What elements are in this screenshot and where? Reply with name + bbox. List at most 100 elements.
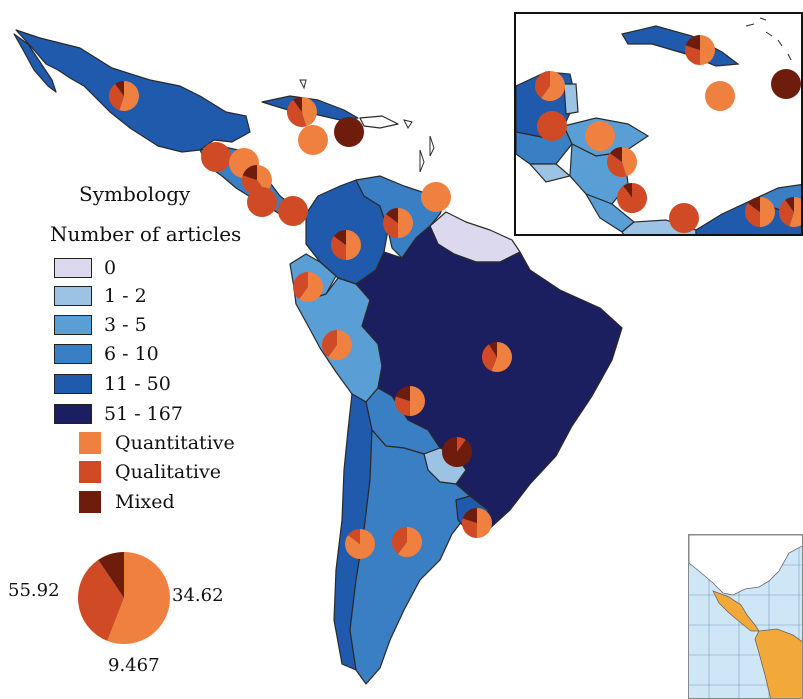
pie-slice-mixed <box>115 81 124 96</box>
inset-pie-chart <box>617 183 647 213</box>
inset-belize <box>563 83 579 115</box>
pie-slice-qualitative <box>287 99 307 127</box>
legend-class-label: 3 - 5 <box>104 314 147 336</box>
legend-method-quantitative: Quantitative <box>79 431 235 455</box>
legend-class-label: 11 - 50 <box>104 373 171 395</box>
legend-title: Symbology <box>79 182 191 206</box>
pie-slice-quantitative <box>789 197 801 227</box>
legend-class-3: 6 - 10 <box>54 342 159 366</box>
country-pie-chart <box>462 508 492 538</box>
inset-pie-chart <box>771 69 801 99</box>
pie-slice-quantitative <box>298 125 328 155</box>
legend-swatch <box>79 432 101 454</box>
pie-slice-quantitative <box>491 342 513 372</box>
example-pie-label-quantitative: 55.92 <box>8 580 60 601</box>
country-pie-chart <box>392 527 423 557</box>
pie-slice-quantitative <box>622 147 638 177</box>
pie-slice-qualitative <box>78 559 124 641</box>
pie-slice-qualitative <box>669 203 699 233</box>
pie-slice-quantitative <box>328 330 353 361</box>
locator-globe-svg <box>689 535 802 698</box>
pie-slice-quantitative <box>398 208 413 238</box>
pie-slice-quantitative <box>257 165 272 193</box>
pie-slice-mixed <box>785 197 794 212</box>
pie-slice-qualitative <box>745 203 760 227</box>
inset-pie-chart <box>535 71 565 102</box>
inset-svg <box>516 17 801 234</box>
locator-globe <box>688 534 803 699</box>
country-pie-chart <box>395 386 425 416</box>
region-argentina <box>349 429 471 685</box>
pie-slice-mixed <box>333 230 346 245</box>
pie-slice-qualitative <box>383 214 398 238</box>
pie-slice-mixed <box>293 97 302 112</box>
country-pie-chart <box>322 330 353 361</box>
legend-class-1: 1 - 2 <box>54 284 147 308</box>
pie-slice-qualitative <box>779 199 794 227</box>
legend-subtitle: Number of articles <box>50 222 242 246</box>
pie-slice-qualitative <box>331 236 346 260</box>
pie-slice-quantitative <box>107 552 171 644</box>
region-hispaniola <box>359 115 399 129</box>
legend-class-5: 51 - 167 <box>54 402 183 426</box>
country-pie-chart <box>482 342 513 372</box>
legend-swatch <box>54 344 92 364</box>
pie-slice-mixed <box>385 208 398 223</box>
legend-class-2: 3 - 5 <box>54 313 147 337</box>
pie-slice-quantitative <box>760 197 775 227</box>
legend-class-label: 6 - 10 <box>104 343 159 365</box>
caribbean-inset-map <box>514 12 803 236</box>
pie-slice-quantitative <box>398 527 423 557</box>
pie-slice-mixed <box>395 386 410 401</box>
inset-pie-chart <box>537 111 567 141</box>
pie-slice-mixed <box>334 117 364 147</box>
pie-slice-qualitative <box>457 437 466 452</box>
country-pie-chart <box>109 81 140 112</box>
inset-pie-chart <box>745 197 775 227</box>
country-pie-chart <box>334 117 364 147</box>
pie-slice-quantitative <box>705 81 735 111</box>
pie-slice-quantitative <box>410 386 425 416</box>
legend-swatch <box>79 491 101 513</box>
pie-slice-quantitative <box>302 97 317 127</box>
inset-cuba <box>621 25 740 67</box>
pie-slice-quantitative <box>421 182 451 212</box>
legend-swatch <box>54 258 92 278</box>
pie-slice-qualitative <box>462 518 477 538</box>
country-pie-chart <box>247 187 277 217</box>
legend-method-label: Mixed <box>115 491 175 513</box>
pie-slice-quantitative <box>119 81 140 112</box>
inset-pie-chart <box>705 81 735 111</box>
legend-swatch <box>54 315 92 335</box>
example-pie-label-qualitative: 34.62 <box>172 585 224 606</box>
pie-slice-mixed <box>609 147 622 162</box>
country-pie-chart <box>383 208 413 238</box>
pie-slice-mixed <box>747 197 760 212</box>
pie-slice-qualitative <box>607 153 627 178</box>
legend-method-label: Qualitative <box>115 461 221 483</box>
legend-class-4: 11 - 50 <box>54 372 171 396</box>
pie-slice-mixed <box>685 35 700 50</box>
caribbean-islands <box>299 79 435 173</box>
country-pie-chart <box>331 230 361 260</box>
country-pie-chart <box>242 165 272 195</box>
legend-swatch <box>79 461 101 483</box>
legend-swatch <box>54 286 92 306</box>
pie-slice-qualitative <box>482 344 497 371</box>
pie-slice-quantitative <box>299 272 324 302</box>
pie-slice-qualitative <box>535 71 550 99</box>
country-pie-chart <box>421 182 451 212</box>
legend-method-label: Quantitative <box>115 432 235 454</box>
example-pie <box>78 552 171 644</box>
pie-slice-qualitative <box>201 142 231 172</box>
pie-slice-qualitative <box>293 272 308 300</box>
country-pie-chart <box>201 142 231 172</box>
country-pie-chart <box>345 529 375 560</box>
region-baja <box>13 33 57 93</box>
pie-slice-qualitative <box>322 330 337 358</box>
pie-slice-quantitative <box>585 121 615 151</box>
globe-north-america <box>689 535 802 596</box>
pie-slice-quantitative <box>477 508 492 538</box>
inset-salvador <box>528 163 572 183</box>
legend-swatch <box>54 374 92 394</box>
